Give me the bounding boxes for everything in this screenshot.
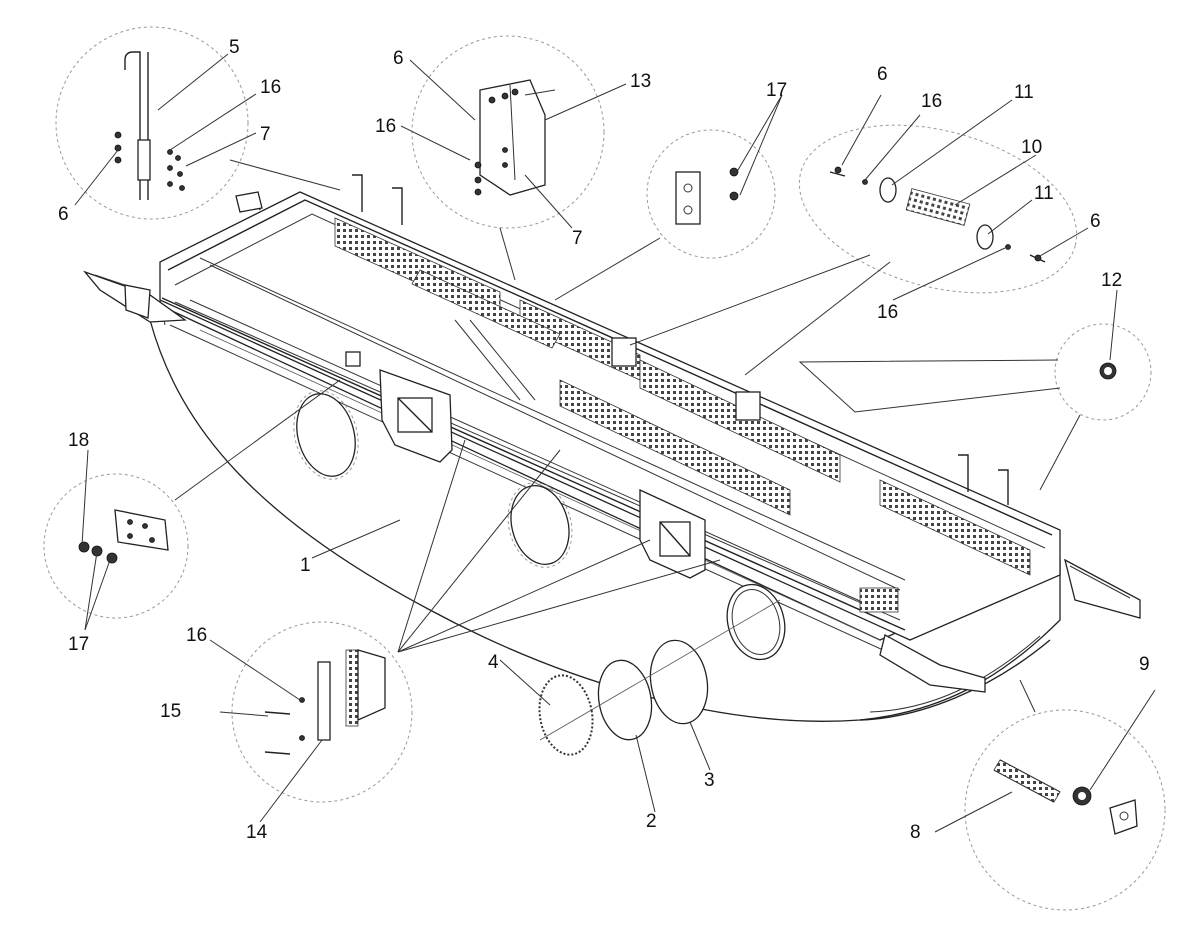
- callout-8: 8: [910, 822, 921, 843]
- callout-9: 9: [1139, 654, 1150, 675]
- detail-circle-bracket: [646, 129, 776, 259]
- callout-16: 16: [375, 116, 396, 137]
- callout-17: 17: [766, 80, 787, 101]
- callout-16: 16: [186, 625, 207, 646]
- callout-6: 6: [1090, 211, 1101, 232]
- callout-14: 14: [246, 822, 268, 843]
- callout-15: 15: [160, 701, 181, 722]
- callout-17: 17: [68, 634, 89, 655]
- callout-16: 16: [877, 302, 898, 323]
- callout-16: 16: [921, 91, 942, 112]
- callout-12: 12: [1101, 270, 1122, 291]
- detail-circle-bottom-left: [231, 621, 413, 803]
- detail-circle-top-left: [55, 26, 249, 220]
- detail-ellipse-axle: [798, 124, 1078, 294]
- callout-labels: 5 16 7 6 6 13 16 7 17 6 16 11 10 11 6 16…: [58, 37, 1150, 843]
- callout-4: 4: [488, 652, 499, 673]
- detail-circle-left: [43, 473, 189, 619]
- callout-11: 11: [1014, 82, 1034, 103]
- detail-circle-nut: [1054, 323, 1152, 421]
- callout-leaders: [74, 53, 1156, 833]
- callout-5: 5: [229, 37, 240, 58]
- callout-3: 3: [704, 770, 715, 791]
- callout-7: 7: [572, 228, 583, 249]
- callout-6: 6: [58, 204, 69, 225]
- callout-13: 13: [630, 71, 651, 92]
- callout-7: 7: [260, 124, 271, 145]
- callout-1: 1: [300, 555, 311, 576]
- detail-circle-bottom-right: [964, 709, 1166, 911]
- callout-18: 18: [68, 430, 89, 451]
- callout-6: 6: [877, 64, 888, 85]
- callout-2: 2: [646, 811, 657, 832]
- callout-6: 6: [393, 48, 404, 69]
- main-hull: [82, 174, 1141, 722]
- detail-leader-lines: [174, 159, 1081, 713]
- callout-10: 10: [1021, 137, 1042, 158]
- porthole-rings: [538, 599, 781, 756]
- callout-16: 16: [260, 77, 281, 98]
- detail-circle-top-center: [411, 35, 605, 229]
- callout-11: 11: [1034, 183, 1054, 204]
